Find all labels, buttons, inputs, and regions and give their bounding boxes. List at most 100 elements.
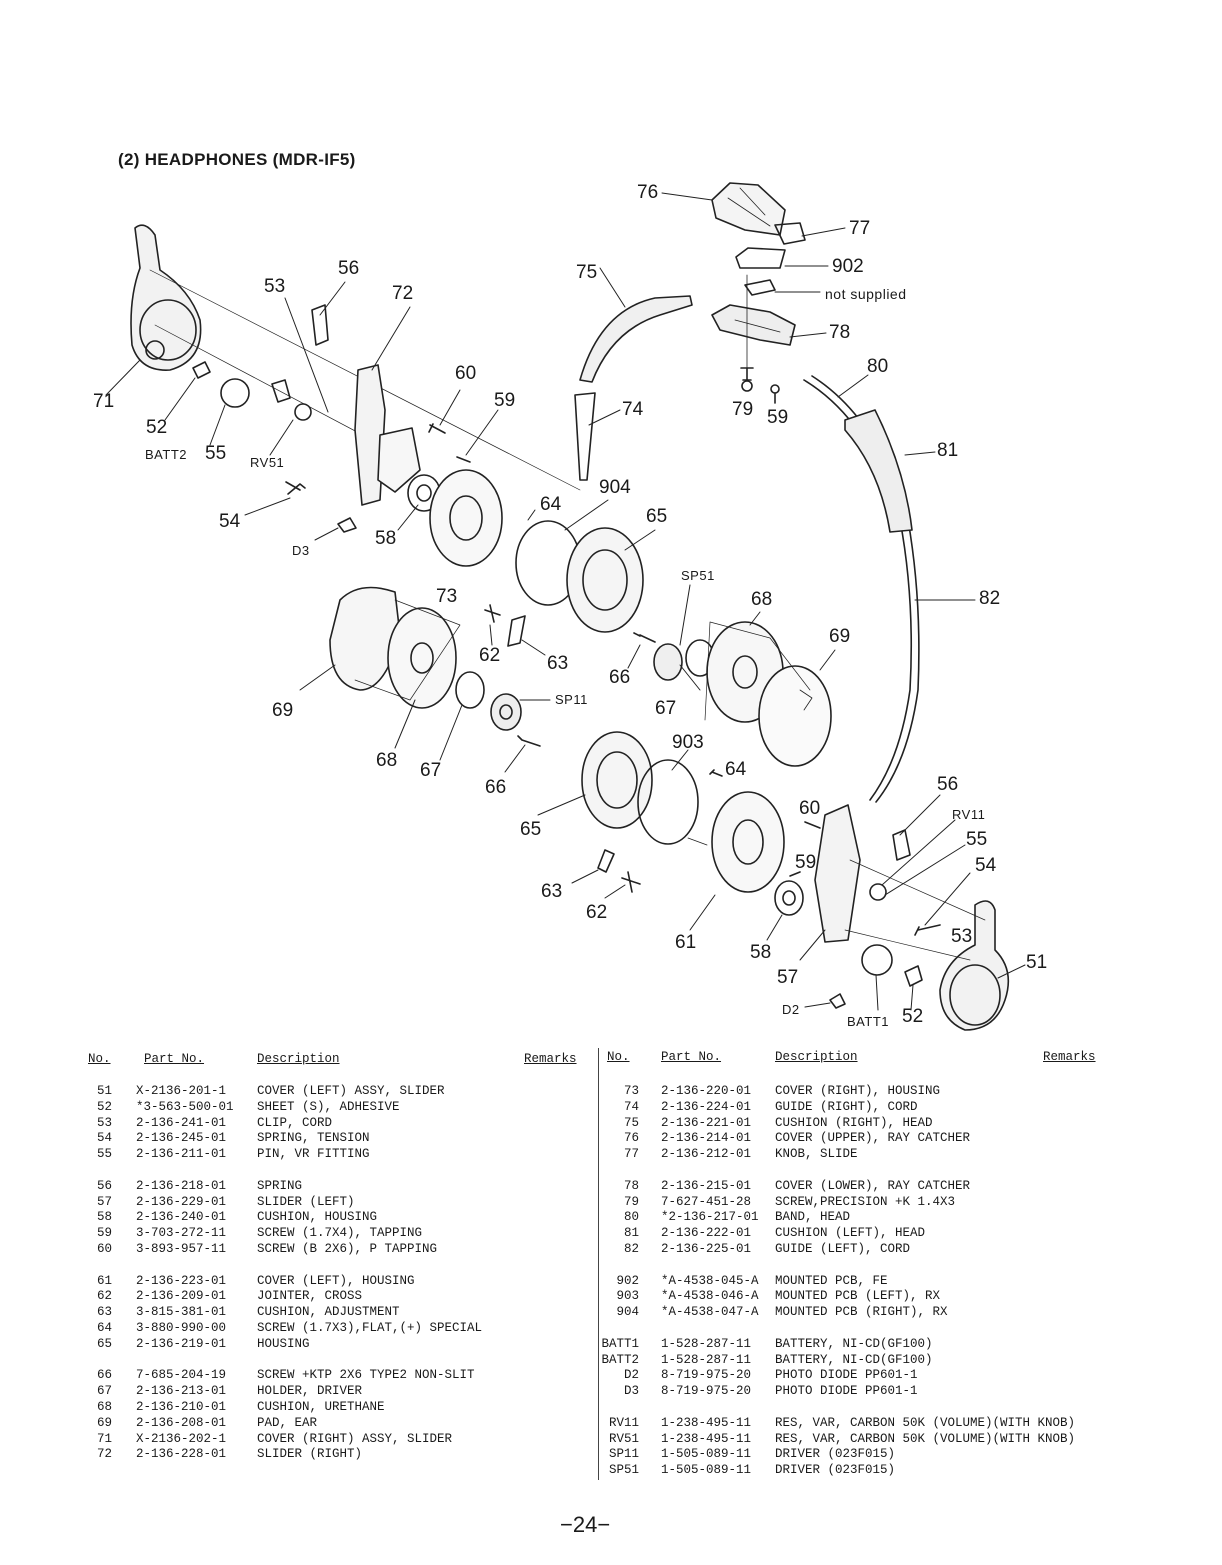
callout-rv51: RV51 bbox=[250, 455, 285, 470]
callout-sp51: SP51 bbox=[681, 568, 715, 583]
callout-72: 72 bbox=[392, 283, 414, 304]
part-code: 2-136-222-01 bbox=[661, 1226, 752, 1241]
part-number-ref: 63 bbox=[96, 1305, 112, 1320]
callout-903: 903 bbox=[672, 732, 704, 753]
part-description: SPRING bbox=[257, 1178, 303, 1193]
part-code: 1-505-089-11 bbox=[661, 1463, 752, 1478]
callout-54b: 54 bbox=[975, 855, 997, 876]
part-description: PIN, VR FITTING bbox=[257, 1147, 370, 1162]
part-number-ref: 60 bbox=[96, 1241, 112, 1256]
part-code: 2-136-214-01 bbox=[661, 1131, 752, 1146]
part-description: BATTERY, NI-CD(GF100) bbox=[775, 1352, 933, 1367]
part-number-ref: 76 bbox=[623, 1131, 639, 1146]
part-description: PHOTO DIODE PP601-1 bbox=[775, 1368, 918, 1383]
header-part-no: Part No. bbox=[144, 1052, 205, 1066]
callout-74: 74 bbox=[622, 399, 644, 420]
part-code: *A-4538-046-A bbox=[661, 1289, 759, 1304]
exploded-view-drawing bbox=[105, 182, 1026, 1031]
callout-54: 54 bbox=[219, 511, 241, 532]
part-description: SLIDER (RIGHT) bbox=[257, 1447, 363, 1462]
part-description: GUIDE (RIGHT), CORD bbox=[775, 1099, 918, 1114]
part-description: SCREW (1.7X4), TAPPING bbox=[257, 1226, 423, 1241]
part-number-ref: D3 bbox=[623, 1384, 639, 1399]
part-number-ref: 52 bbox=[96, 1099, 112, 1114]
part-description: COVER (LEFT) ASSY, SLIDER bbox=[257, 1084, 445, 1098]
part-code: 2-136-225-01 bbox=[661, 1241, 752, 1256]
part-number-ref: 67 bbox=[96, 1384, 112, 1399]
callout-56: 56 bbox=[338, 258, 360, 279]
part-code: 1-238-495-11 bbox=[661, 1431, 752, 1446]
callout-68: 68 bbox=[751, 589, 773, 610]
part-description: DRIVER (023F015) bbox=[775, 1463, 896, 1478]
part-code: 2-136-221-01 bbox=[661, 1115, 752, 1130]
callout-904: 904 bbox=[599, 477, 631, 498]
part-number-ref: 902 bbox=[616, 1273, 639, 1288]
callout-68b: 68 bbox=[376, 750, 398, 771]
part-description: CLIP, CORD bbox=[257, 1115, 333, 1130]
callout-d2: D2 bbox=[782, 1002, 800, 1017]
part-code: 2-136-228-01 bbox=[136, 1447, 227, 1462]
callout-57: 57 bbox=[777, 967, 799, 988]
part-number-ref: 69 bbox=[96, 1415, 112, 1430]
header-part-no: Part No. bbox=[661, 1050, 722, 1064]
part-number-ref: 80 bbox=[623, 1210, 639, 1225]
callout-64: 64 bbox=[540, 494, 562, 515]
part-description: MOUNTED PCB, FE bbox=[775, 1273, 888, 1288]
callout-76: 76 bbox=[637, 182, 659, 203]
part-number-ref: 66 bbox=[96, 1368, 112, 1383]
part-code: 3-703-272-11 bbox=[136, 1226, 227, 1241]
callout-902: 902 bbox=[832, 256, 864, 277]
callout-51: 51 bbox=[1026, 952, 1048, 973]
part-number-ref: 904 bbox=[616, 1305, 639, 1320]
part-description: MOUNTED PCB (RIGHT), RX bbox=[775, 1305, 948, 1320]
part-description: SCREW,PRECISION +K 1.4X3 bbox=[775, 1194, 956, 1209]
part-description: SCREW +KTP 2X6 TYPE2 NON-SLIT bbox=[257, 1368, 475, 1383]
callout-53: 53 bbox=[264, 276, 286, 297]
callout-71: 71 bbox=[93, 391, 115, 412]
callout-79: 79 bbox=[732, 399, 754, 420]
header-description: Description bbox=[775, 1050, 858, 1064]
part-description: SHEET (S), ADHESIVE bbox=[257, 1099, 400, 1114]
part-description: CUSHION, URETHANE bbox=[257, 1399, 385, 1414]
part-description: HOLDER, DRIVER bbox=[257, 1384, 363, 1399]
callout-64b: 64 bbox=[725, 759, 747, 780]
table-row: 77 2-136-212-01 KNOB, SLIDE bbox=[599, 1147, 1119, 1163]
part-description: KNOB, SLIDE bbox=[775, 1147, 858, 1162]
part-description: BATTERY, NI-CD(GF100) bbox=[775, 1336, 933, 1351]
part-description: SLIDER (LEFT) bbox=[257, 1194, 355, 1209]
callout-58: 58 bbox=[375, 528, 397, 549]
callout-59c: 59 bbox=[795, 852, 817, 873]
part-code: 2-136-220-01 bbox=[661, 1084, 752, 1098]
callout-82: 82 bbox=[979, 588, 1001, 609]
part-code: 2-136-212-01 bbox=[661, 1147, 752, 1162]
part-code: 1-238-495-11 bbox=[661, 1415, 752, 1430]
part-number-ref: 75 bbox=[623, 1115, 639, 1130]
part-description: COVER (LOWER), RAY CATCHER bbox=[775, 1178, 971, 1193]
callout-52b: 52 bbox=[902, 1006, 924, 1027]
part-code: 2-136-215-01 bbox=[661, 1178, 752, 1193]
part-description: CUSHION (LEFT), HEAD bbox=[775, 1226, 926, 1241]
part-number-ref: BATT1 bbox=[601, 1336, 639, 1351]
callout-81: 81 bbox=[937, 440, 959, 461]
callout-59: 59 bbox=[494, 390, 516, 411]
page-title: (2) HEADPHONES (MDR-IF5) bbox=[118, 150, 356, 169]
table-row: 82 2-136-225-01 GUIDE (LEFT), CORD bbox=[599, 1242, 1119, 1258]
part-description: GUIDE (LEFT), CORD bbox=[775, 1241, 911, 1256]
part-number-ref: 82 bbox=[623, 1241, 639, 1256]
part-description: COVER (RIGHT), HOUSING bbox=[775, 1084, 941, 1098]
part-code: 2-136-218-01 bbox=[136, 1178, 227, 1193]
part-code: 8-719-975-20 bbox=[661, 1368, 752, 1383]
part-number-ref: 77 bbox=[623, 1147, 639, 1162]
